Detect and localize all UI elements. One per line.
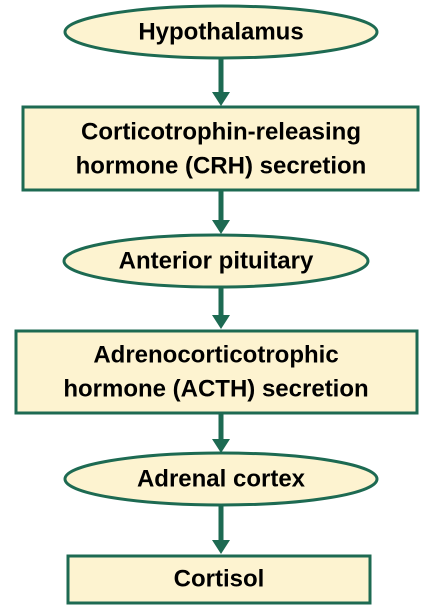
node-adrenal-cortex-label: Adrenal cortex: [137, 465, 306, 492]
node-acth-secretion-label-line1: Adrenocorticotrophic: [93, 341, 338, 368]
node-hypothalamus: Hypothalamus: [63, 4, 379, 60]
node-crh-secretion-label-line1: Corticotrophin-releasing: [81, 118, 361, 145]
arrow-acth-to-adrenal-cortex: [212, 413, 230, 453]
arrow-crh-to-anterior-pituitary: [212, 190, 230, 234]
node-anterior-pituitary-label: Anterior pituitary: [119, 247, 314, 274]
node-cortisol: Cortisol: [66, 554, 372, 605]
node-crh-secretion: Corticotrophin-releasing hormone (CRH) s…: [21, 105, 420, 192]
arrow-anterior-pituitary-to-acth: [212, 287, 230, 329]
node-crh-secretion-label-line2: hormone (CRH) secretion: [76, 152, 367, 179]
node-anterior-pituitary: Anterior pituitary: [62, 233, 370, 289]
node-cortisol-label: Cortisol: [174, 565, 265, 592]
arrow-hypothalamus-to-crh: [212, 57, 230, 106]
arrow-adrenal-cortex-to-cortisol: [212, 505, 230, 554]
node-adrenal-cortex: Adrenal cortex: [63, 451, 379, 507]
node-acth-secretion: Adrenocorticotrophic hormone (ACTH) secr…: [14, 329, 419, 415]
node-hypothalamus-label: Hypothalamus: [138, 18, 303, 45]
node-acth-secretion-label-line2: hormone (ACTH) secretion: [63, 375, 368, 402]
